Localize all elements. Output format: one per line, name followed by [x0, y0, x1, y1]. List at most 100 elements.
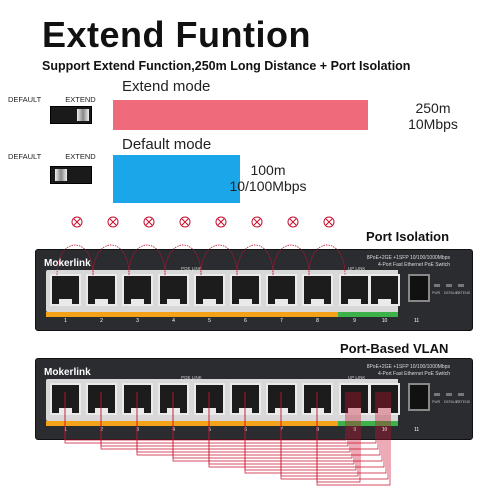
brand-logo: Mokerlink — [44, 258, 91, 269]
spec-line-1: 8PoE+2GE +1SFP 10/100/1000Mbps — [366, 364, 450, 370]
sfp-port-number: 11 — [414, 318, 420, 324]
default-label: DEFAULT — [8, 152, 42, 161]
extend-mode-spec: 250m 10Mbps — [388, 100, 478, 132]
ethernet-port-1 — [50, 274, 81, 306]
spec-line-1: 8PoE+2GE +1SFP 10/100/1000Mbps — [366, 255, 450, 261]
uplink-accent-bar — [338, 312, 398, 317]
uplink-port-10 — [369, 274, 400, 306]
brand-logo: Mokerlink — [44, 367, 91, 378]
led-label: EXTEND — [456, 291, 471, 295]
led-label: EXTEND — [456, 400, 471, 404]
status-led — [446, 284, 452, 287]
ethernet-port-7 — [266, 274, 297, 306]
port-isolation-label: Port Isolation — [366, 229, 450, 244]
port-number: 1 — [64, 427, 67, 433]
blocked-icon — [71, 216, 83, 228]
ethernet-port-8 — [302, 383, 333, 415]
blocked-icon — [109, 218, 117, 226]
blocked-icon — [289, 218, 297, 226]
port-number: 4 — [172, 427, 175, 433]
ethernet-port-6 — [230, 274, 261, 306]
blocked-icon — [143, 216, 155, 228]
default-dip-switch — [50, 166, 92, 184]
blocked-icon — [181, 218, 189, 226]
default-mode-label: Default mode — [122, 136, 212, 153]
extend-mode-label: Extend mode — [122, 78, 211, 95]
port-number: 5 — [208, 318, 211, 324]
port-number: 2 — [100, 427, 103, 433]
port-number: 10 — [381, 318, 388, 324]
ethernet-port-5 — [194, 274, 225, 306]
ethernet-port-3 — [122, 383, 153, 415]
port-number: 1 — [64, 318, 67, 324]
extend-distance: 250m — [415, 100, 451, 116]
port-number: 9 — [353, 427, 356, 433]
uplink-tag: UP LINK — [348, 266, 366, 271]
blocked-icon — [325, 218, 333, 226]
extend-mode-bar — [113, 100, 368, 130]
status-led — [446, 393, 452, 396]
switch-port-vlan: Mokerlink 8PoE+2GE +1SFP 10/100/1000Mbps… — [35, 358, 473, 440]
blocked-icon — [73, 218, 81, 226]
port-number: 3 — [136, 427, 139, 433]
default-switch-labels: DEFAULT EXTEND — [8, 152, 96, 161]
port-number: 7 — [280, 318, 283, 324]
blocked-icon — [179, 216, 191, 228]
poe-accent-bar — [46, 312, 341, 317]
extend-label: EXTEND — [65, 152, 96, 161]
status-led — [458, 393, 464, 396]
spec-line-2: 4-Port Fast Ethernet PoE Switch — [378, 371, 450, 377]
sfp-port — [408, 274, 430, 302]
ethernet-port-8 — [302, 274, 333, 306]
sfp-port-number: 11 — [414, 427, 420, 433]
uplink-accent-bar — [338, 421, 398, 426]
default-mode-bar — [113, 155, 240, 203]
port-number: 8 — [316, 318, 319, 324]
blocked-icon — [107, 216, 119, 228]
led-label: DEFAULT — [444, 400, 460, 404]
default-distance: 100m — [250, 162, 286, 178]
spec-line-2: 4-Port Fast Ethernet PoE Switch — [378, 262, 450, 268]
model-spec: 8PoE+2GE +1SFP 10/100/1000Mbps 4-Port Fa… — [367, 364, 450, 378]
port-number: 8 — [316, 427, 319, 433]
blocked-icon — [323, 216, 335, 228]
status-led — [434, 284, 440, 287]
extend-label: EXTEND — [65, 95, 96, 104]
blocked-icon — [251, 216, 263, 228]
blocked-icon — [215, 216, 227, 228]
blocked-icon — [217, 218, 225, 226]
default-speed: 10/100Mbps — [229, 178, 307, 194]
blocked-icon — [253, 218, 261, 226]
status-led — [458, 284, 464, 287]
page-title: Extend Funtion — [42, 14, 311, 55]
poe-link-tag: POE LINK — [181, 375, 202, 380]
port-number: 5 — [208, 427, 211, 433]
port-number: 6 — [244, 318, 247, 324]
uplink-port-9 — [339, 274, 370, 306]
ethernet-port-6 — [230, 383, 261, 415]
model-spec: 8PoE+2GE +1SFP 10/100/1000Mbps 4-Port Fa… — [367, 255, 450, 269]
port-number: 3 — [136, 318, 139, 324]
port-number: 4 — [172, 318, 175, 324]
default-mode-spec: 100m 10/100Mbps — [218, 162, 318, 194]
status-led — [434, 393, 440, 396]
led-label: PWR — [432, 291, 441, 295]
ethernet-port-2 — [86, 274, 117, 306]
ethernet-port-2 — [86, 383, 117, 415]
switch-port-isolation: Mokerlink 8PoE+2GE +1SFP 10/100/1000Mbps… — [35, 249, 473, 331]
uplink-port-9 — [339, 383, 370, 415]
page-subtitle: Support Extend Function,250m Long Distan… — [42, 59, 411, 73]
ethernet-port-3 — [122, 274, 153, 306]
sfp-port — [408, 383, 430, 411]
ethernet-port-4 — [158, 274, 189, 306]
port-vlan-label: Port-Based VLAN — [340, 341, 449, 356]
port-number: 2 — [100, 318, 103, 324]
port-number: 10 — [381, 427, 388, 433]
poe-accent-bar — [46, 421, 341, 426]
uplink-port-10 — [369, 383, 400, 415]
led-label: PWR — [432, 400, 441, 404]
uplink-tag: UP LINK — [348, 375, 366, 380]
led-label: DEFAULT — [444, 291, 460, 295]
blocked-icon — [145, 218, 153, 226]
port-number: 7 — [280, 427, 283, 433]
